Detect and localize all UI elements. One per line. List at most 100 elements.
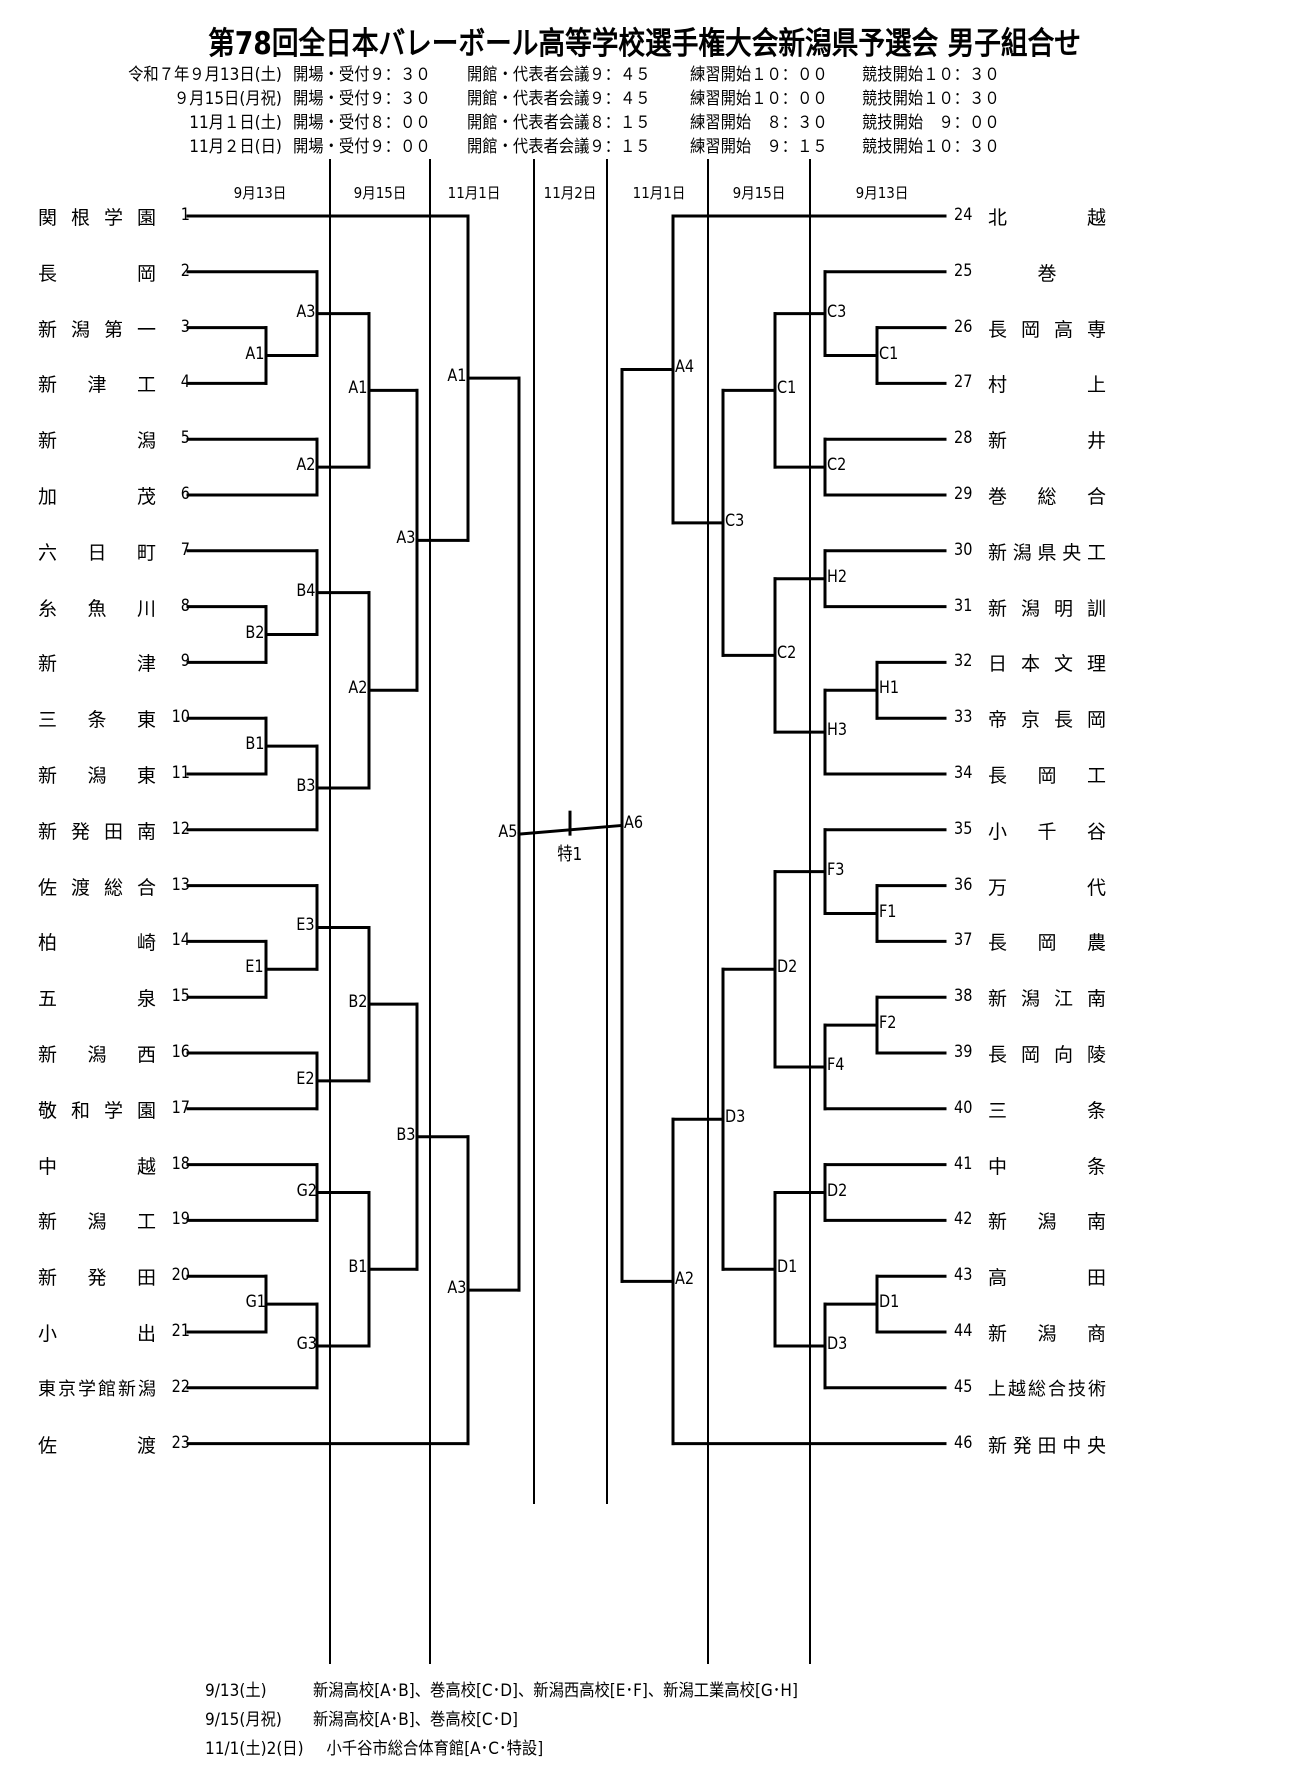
team-number: 9 [180, 651, 190, 672]
team-number: 31 [954, 595, 973, 616]
team-name: 中条 [988, 1155, 1106, 1178]
team-name: 新潟 [38, 430, 156, 453]
match-label: A1 [245, 343, 265, 364]
team-name: 新潟西 [38, 1044, 156, 1066]
team-number: 42 [954, 1209, 973, 1230]
match-label: C3 [725, 510, 745, 531]
team-number: 18 [171, 1153, 190, 1174]
team-number: 27 [954, 372, 973, 393]
match-label: A1 [348, 378, 368, 399]
team-name: 新潟南 [988, 1211, 1106, 1234]
schedule-practice: 練習開始 ９：１５ [690, 137, 828, 157]
team-number: 7 [180, 539, 190, 560]
match-label: F4 [827, 1054, 845, 1075]
team-number: 5 [180, 428, 190, 449]
team-number: 10 [171, 707, 190, 728]
team-name: 長岡 [38, 262, 156, 285]
team-name: 五泉 [38, 988, 156, 1011]
match-label: B4 [296, 580, 316, 601]
team-name: 巻 [1037, 262, 1057, 285]
match-label: A3 [447, 1278, 467, 1299]
team-name: 小千谷 [988, 820, 1106, 843]
schedule-open: 開場・受付９：３０ [293, 65, 431, 85]
team-name: 三条 [988, 1099, 1106, 1122]
team-name: 新潟明訓 [988, 597, 1106, 620]
team-name: 巻総合 [988, 486, 1106, 508]
team-number: 26 [954, 316, 973, 337]
team-number: 3 [180, 316, 190, 337]
team-name: 村上 [988, 374, 1106, 397]
match-label: D3 [725, 1107, 746, 1128]
team-number: 6 [180, 484, 190, 504]
column-header: 11月2日 [543, 184, 597, 202]
venue-list: 新潟高校[A･B]、巻高校[C･D]、新潟西高校[E･F]、新潟工業高校[G･H… [313, 1681, 798, 1701]
venue-date: 11/1(土)2(日) [205, 1739, 304, 1759]
schedule-start: 競技開始１０：３０ [862, 137, 1000, 157]
match-label: C2 [827, 455, 847, 476]
match-label: C2 [777, 643, 797, 664]
column-header: 9月13日 [855, 184, 909, 202]
schedule-practice: 練習開始 ８：３０ [690, 113, 828, 133]
team-name: 新潟工 [38, 1211, 156, 1234]
team-number: 32 [954, 651, 973, 672]
team-number: 40 [954, 1097, 973, 1118]
match-label: C1 [879, 343, 899, 364]
match-label: H3 [827, 720, 848, 741]
team-number: 8 [180, 595, 190, 616]
team-number: 25 [954, 260, 973, 281]
match-label: G1 [245, 1292, 266, 1313]
schedule-practice: 練習開始１０：００ [690, 89, 828, 109]
team-name: 長岡農 [988, 932, 1106, 955]
venue-date: 9/13(土) [205, 1681, 267, 1701]
match-label: D1 [777, 1257, 798, 1278]
team-name: 新潟東 [38, 765, 156, 787]
team-name: 新潟江南 [988, 988, 1106, 1011]
venue-list: 新潟高校[A･B]、巻高校[C･D] [313, 1710, 519, 1730]
match-label: E3 [296, 915, 315, 936]
team-number: 12 [171, 818, 190, 839]
team-name: 新井 [988, 430, 1106, 453]
match-label: E1 [245, 957, 264, 978]
match-label: D2 [827, 1180, 848, 1201]
team-number: 22 [171, 1376, 190, 1397]
team-number: 45 [954, 1376, 973, 1397]
team-number: 24 [954, 205, 973, 225]
team-name: 佐渡総合 [38, 876, 156, 899]
match-label: A6 [624, 813, 644, 834]
match-label: A5 [498, 822, 518, 843]
special-match-label: 特1 [557, 844, 583, 865]
team-name: 帝京長岡 [988, 709, 1106, 732]
schedule-meeting: 開館・代表者会議９：４５ [467, 65, 651, 85]
schedule-date: 11月１日(土) [189, 113, 282, 133]
team-name: 敬和学園 [38, 1099, 156, 1122]
team-name: 日本文理 [988, 653, 1106, 676]
team-name: 柏崎 [38, 932, 156, 955]
team-number: 44 [954, 1321, 973, 1341]
team-name: 長岡高専 [988, 318, 1106, 341]
team-number: 46 [954, 1432, 973, 1453]
match-label: A2 [348, 678, 368, 699]
schedule-date: 令和７年９月13日(土) [128, 65, 282, 85]
team-number: 34 [954, 763, 973, 783]
team-number: 36 [954, 874, 973, 895]
match-label: D2 [777, 957, 798, 978]
team-number: 11 [171, 763, 190, 783]
team-name: 万代 [988, 876, 1106, 899]
match-label: C1 [777, 378, 797, 399]
column-header: 9月15日 [732, 184, 786, 202]
match-label: B3 [296, 775, 316, 796]
match-label: A4 [675, 357, 695, 378]
team-name: 北越 [988, 207, 1106, 229]
team-name: 新発田南 [38, 820, 156, 843]
column-header: 9月15日 [353, 184, 407, 202]
team-name: 新津工 [38, 374, 156, 397]
schedule-practice: 練習開始１０：００ [690, 65, 828, 85]
schedule-start: 競技開始１０：３０ [862, 89, 1000, 109]
team-number: 4 [180, 372, 190, 393]
column-header: 9月13日 [233, 184, 287, 202]
match-label: B1 [245, 734, 265, 755]
schedule-meeting: 開館・代表者会議８：１５ [467, 113, 651, 133]
team-name: 長岡工 [988, 765, 1106, 787]
column-header: 11月1日 [632, 184, 686, 202]
